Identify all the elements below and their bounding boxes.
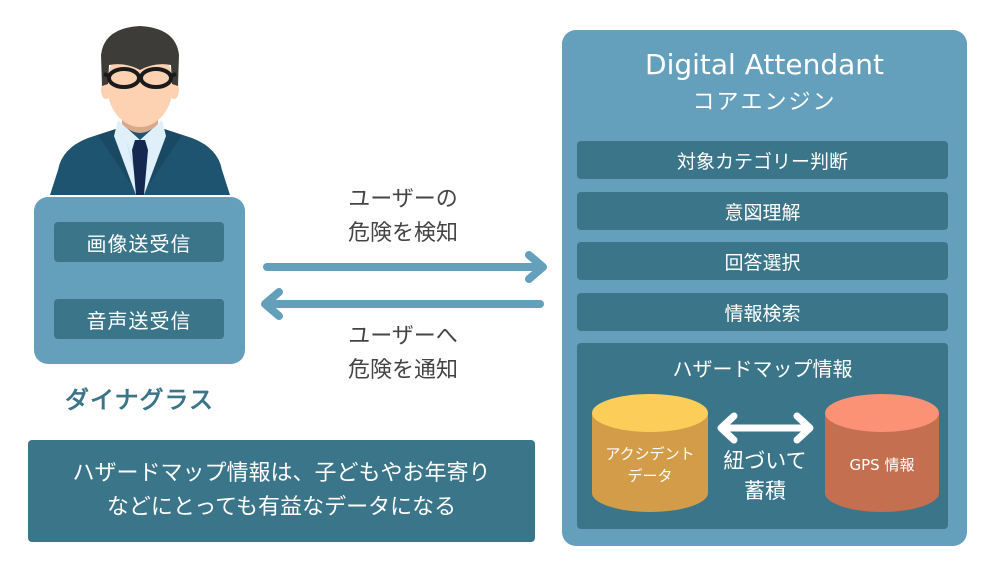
arrow-left-icon bbox=[261, 288, 544, 320]
engine-subtitle: コアエンジン bbox=[692, 90, 837, 115]
link-line-2: 蓄積 bbox=[744, 479, 786, 503]
engine-row-category: 対象カテゴリー判断 bbox=[577, 141, 948, 179]
flow-arrows bbox=[261, 251, 547, 320]
arrow-right-icon bbox=[263, 251, 547, 283]
note-line-1: ハザードマップ情報は、子どもやお年寄り bbox=[72, 461, 491, 486]
benefit-note: ハザードマップ情報は、子どもやお年寄り などにとっても有益なデータになる bbox=[28, 440, 535, 542]
link-line-1: 紐づいて bbox=[723, 449, 807, 473]
businessman-illustration bbox=[50, 26, 230, 195]
voice-transceive-box: 音声送受信 bbox=[54, 299, 224, 339]
accident-line-1: アクシデント bbox=[605, 445, 695, 463]
gps-info-label: GPS 情報 bbox=[849, 456, 915, 474]
gps-database-icon bbox=[825, 394, 939, 512]
detect-line-2: 危険を検知 bbox=[347, 221, 458, 246]
accident-database-icon bbox=[592, 394, 708, 512]
hazard-map-panel: ハザードマップ情報 アクシデント データ GPS 情報 bbox=[577, 343, 948, 529]
glasses-icon bbox=[103, 67, 177, 89]
image-transceive-box: 画像送受信 bbox=[54, 222, 224, 262]
note-line-2: などにとっても有益なデータになる bbox=[106, 495, 457, 520]
device-panel: 画像送受信 音声送受信 bbox=[34, 197, 245, 364]
notify-danger-label: ユーザーへ 危険を通知 bbox=[293, 320, 513, 388]
engine-title: Digital Attendant bbox=[645, 48, 884, 81]
engine-row-answer: 回答選択 bbox=[577, 242, 948, 280]
device-label: ダイナグラス bbox=[64, 386, 215, 414]
detect-danger-label: ユーザーの 危険を検知 bbox=[293, 183, 513, 251]
core-engine-panel: Digital Attendant コアエンジン 対象カテゴリー判断 意図理解 … bbox=[562, 30, 967, 546]
accident-data-label: アクシデント データ bbox=[592, 443, 708, 487]
engine-row-intent: 意図理解 bbox=[577, 192, 948, 230]
accident-line-2: データ bbox=[627, 467, 673, 485]
linked-storage-label: 紐づいて 蓄積 bbox=[710, 446, 820, 506]
notify-line-1: ユーザーへ bbox=[348, 324, 458, 349]
hazard-map-title: ハザードマップ情報 bbox=[672, 357, 853, 381]
notify-line-2: 危険を通知 bbox=[347, 358, 458, 383]
hazard-graphics bbox=[592, 394, 939, 512]
detect-line-1: ユーザーの bbox=[348, 187, 458, 212]
engine-row-search: 情報検索 bbox=[577, 293, 948, 331]
double-arrow-icon bbox=[717, 412, 814, 444]
